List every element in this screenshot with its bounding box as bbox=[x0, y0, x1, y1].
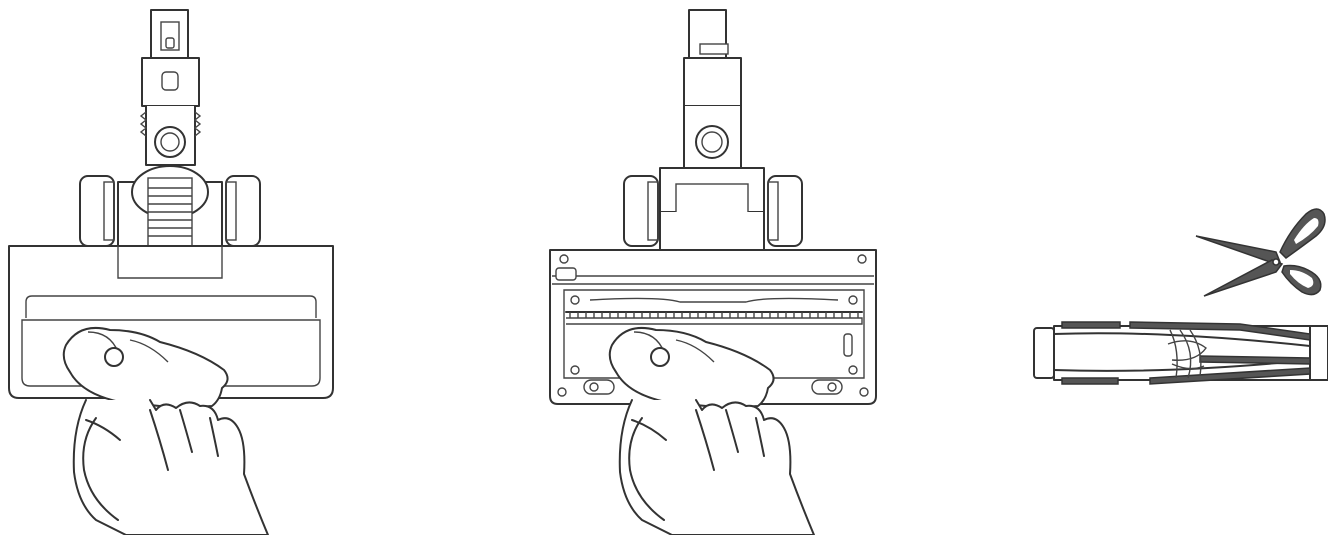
latch-right bbox=[811, 379, 843, 395]
wheel-right-back bbox=[767, 175, 803, 247]
roller-brush bbox=[1033, 321, 1328, 385]
cloth-hand bbox=[62, 326, 269, 535]
cloth-hand-2 bbox=[608, 326, 815, 535]
wheel-left bbox=[79, 175, 115, 247]
scissors-icon bbox=[1195, 208, 1326, 297]
connector-neck bbox=[139, 9, 202, 166]
panel-3-roller-brush bbox=[1033, 208, 1328, 385]
panel-2-brush-head-bottom bbox=[549, 9, 877, 535]
wheel-left-back bbox=[623, 175, 659, 247]
connector-neck-back bbox=[659, 9, 765, 265]
wheel-right bbox=[225, 175, 261, 247]
panel-1-brush-head-top bbox=[8, 9, 334, 535]
latch-left bbox=[583, 379, 615, 395]
swivel-joint bbox=[117, 165, 223, 249]
